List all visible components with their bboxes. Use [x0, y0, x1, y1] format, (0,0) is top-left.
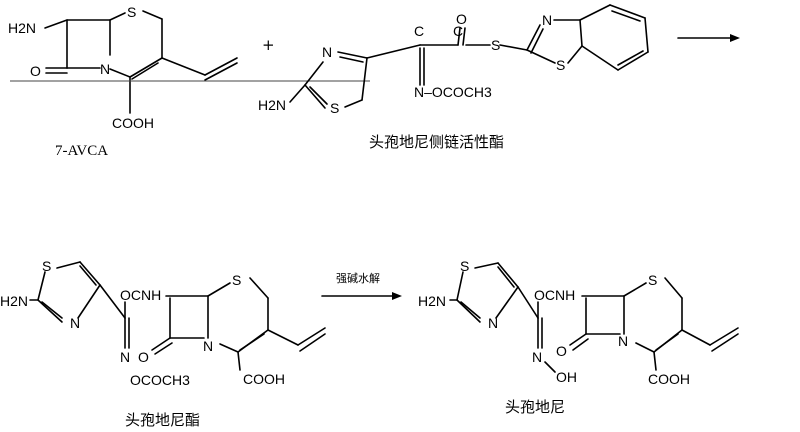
- nitrogen-atom: N: [100, 61, 110, 77]
- carbon-label: C: [414, 23, 424, 39]
- carboxyl-group: COOH: [648, 371, 690, 387]
- amino-group: H2N: [258, 97, 286, 113]
- oxime-substituent: N–OCOCH3: [414, 84, 492, 100]
- amino-group: H2N: [8, 20, 36, 36]
- amino-group: H2N: [0, 293, 28, 309]
- carboxyl-group: COOH: [112, 115, 154, 131]
- plus-sign: +: [262, 36, 275, 54]
- cephem-sulfur: S: [648, 272, 657, 288]
- amide-group: OCNH: [534, 287, 575, 303]
- carbonyl-oxygen: O: [456, 11, 467, 27]
- lactam-oxygen: O: [556, 343, 567, 359]
- thiazole-sulfur: S: [460, 258, 469, 274]
- oxygen-atom: O: [30, 63, 41, 79]
- acetoxy-group: OCOCH3: [130, 372, 190, 388]
- lactam-nitrogen: N: [618, 333, 628, 349]
- sulfur-atom: S: [127, 4, 136, 20]
- benzothiazole-nitrogen: N: [542, 12, 552, 28]
- thioester-sulfur: S: [491, 37, 500, 53]
- thiazole-nitrogen: N: [70, 315, 80, 331]
- thiazole-nitrogen: N: [488, 315, 498, 331]
- thiazole-sulfur: S: [42, 258, 51, 274]
- amino-group: H2N: [418, 293, 446, 309]
- hydrolysis-condition: 强碱水解: [336, 271, 380, 285]
- lactam-oxygen: O: [138, 349, 149, 365]
- label-7-avca: 7-AVCA: [55, 143, 108, 159]
- hydrolysis-arrow: [321, 292, 402, 300]
- molecule-cefdinir-ester: S N H2N OCNH N OCOCH3 S N O COOH: [0, 258, 326, 388]
- carbonyl-carbon: C: [453, 23, 463, 39]
- lactam-nitrogen: N: [203, 338, 213, 354]
- thiazole-sulfur: S: [330, 100, 339, 116]
- carboxyl-group: COOH: [243, 371, 285, 387]
- benzothiazole-sulfur: S: [556, 57, 565, 73]
- label-cefdinir: 头孢地尼: [505, 398, 565, 416]
- reaction-arrow: [677, 34, 740, 42]
- oxime-nitrogen: N: [532, 349, 542, 365]
- amide-group: OCNH: [120, 287, 161, 303]
- thiazole-nitrogen: N: [322, 44, 332, 60]
- cephem-sulfur: S: [232, 272, 241, 288]
- label-cefdinir-ester: 头孢地尼酯: [125, 411, 200, 429]
- hydroxyl-group: OH: [556, 369, 577, 385]
- molecule-7-avca: S N O H2N COOH: [8, 4, 370, 131]
- molecule-cefdinir: S N H2N OCNH N OH S N O COOH: [418, 258, 739, 387]
- molecule-active-ester: N S H2N C C O S N S N–OCOCH3: [258, 4, 649, 116]
- label-active-ester: 头孢地尼侧链活性酯: [369, 133, 504, 151]
- oxime-nitrogen: N: [120, 349, 130, 365]
